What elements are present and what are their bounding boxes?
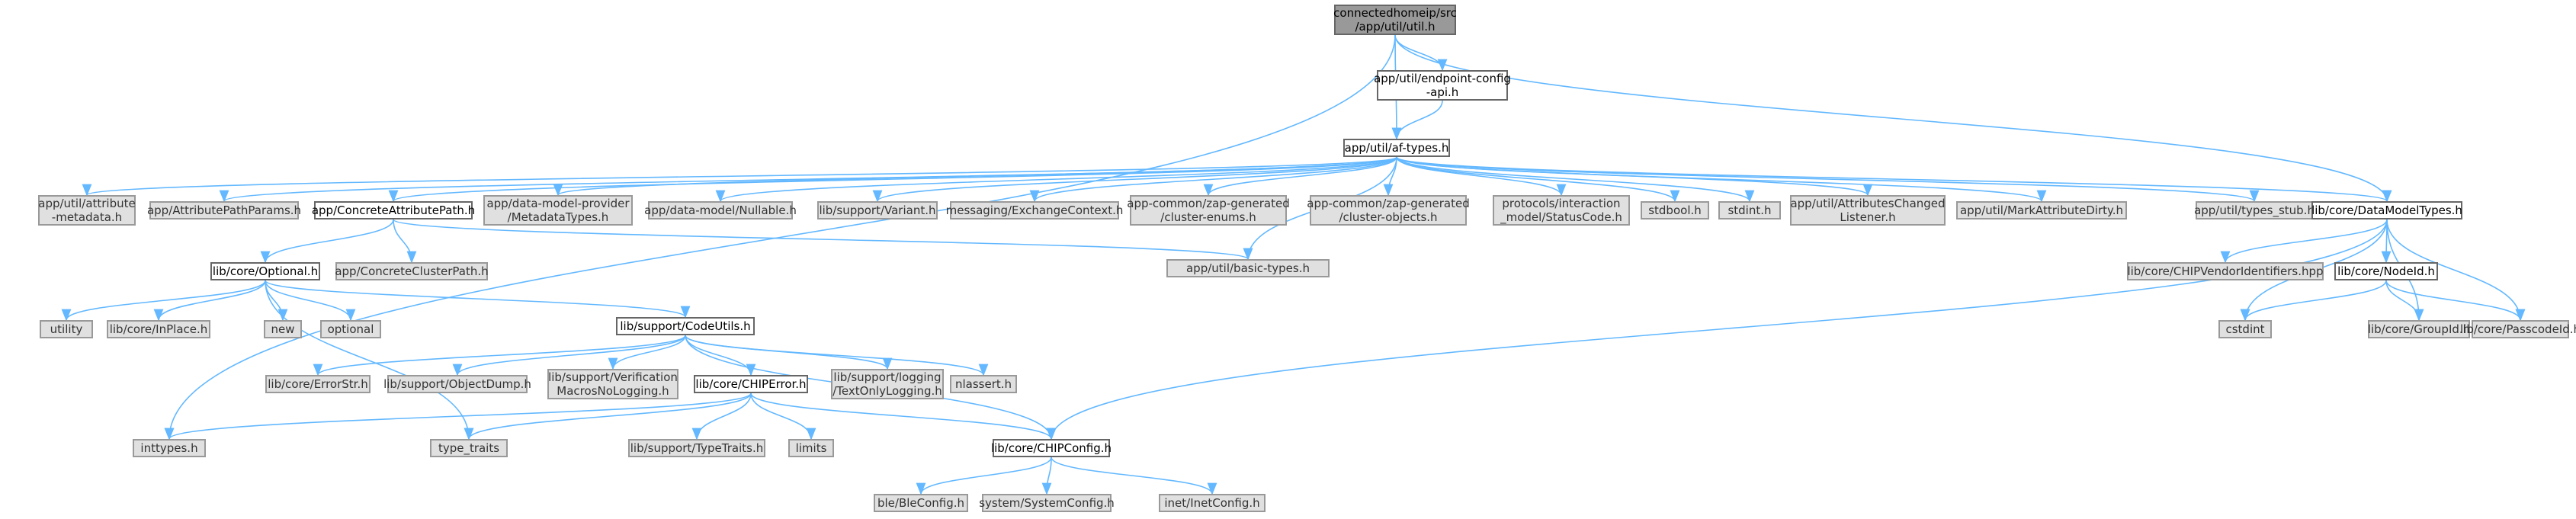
edge-chip_error-to-inttypes	[164, 392, 752, 441]
node-nlassert-h[interactable]: nlassert.h	[950, 375, 1017, 393]
edge-code_utils-to-verification_macros	[608, 335, 686, 370]
node-verification-macros-no-logging-h[interactable]: lib/support/Verification MacrosNoLogging…	[547, 369, 678, 399]
node-support-type-traits-h[interactable]: lib/support/TypeTraits.h	[628, 439, 765, 457]
node-object-dump-h[interactable]: lib/support/ObjectDump.h	[383, 375, 531, 393]
node-optional-h[interactable]: lib/core/Optional.h	[210, 262, 320, 280]
edge-chip_config-to-ble_config	[916, 457, 1052, 495]
node-mark-attribute-dirty-h[interactable]: app/util/MarkAttributeDirty.h	[1956, 201, 2127, 219]
node-util-h[interactable]: connectedhomeip/src /app/util/util.h	[1333, 5, 1457, 35]
node-inet-config-h[interactable]: inet/InetConfig.h	[1159, 494, 1266, 512]
edge-node_id-to-passcode_id	[2385, 280, 2526, 322]
edge-af_types-to-cluster_enums	[1203, 156, 1397, 197]
edge-concrete_attribute_path-to-basic_types	[393, 219, 1253, 261]
edge-af_types-to-mark_attribute_dirty	[1396, 156, 2046, 203]
node-error-str-h[interactable]: lib/core/ErrorStr.h	[265, 375, 371, 393]
node-passcode-id-h[interactable]: lib/core/PasscodeId.h	[2460, 320, 2576, 338]
node-limits[interactable]: limits	[788, 439, 834, 457]
edge-af_types-to-metadata_types	[553, 156, 1397, 197]
edge-chip_error-to-type_traits	[464, 392, 752, 441]
edge-concrete_attribute_path-to-optional_h	[260, 219, 394, 264]
edge-root-to-inttypes	[164, 34, 1396, 441]
edge-data_model_types-to-chip_config	[1046, 219, 2388, 441]
edge-af_types-to-variant	[872, 156, 1397, 203]
edge-code_utils-to-object_dump	[452, 335, 686, 376]
node-utility[interactable]: utility	[40, 320, 93, 338]
node-attribute-path-params-h[interactable]: app/AttributePathParams.h	[147, 201, 301, 219]
node-attributes-changed-listener-h[interactable]: app/util/AttributesChanged Listener.h	[1790, 195, 1946, 226]
edge-chip_error-to-support_type_traits	[691, 392, 752, 441]
node-metadata-types-h[interactable]: app/data-model-provider /MetadataTypes.h	[483, 195, 633, 226]
edge-chip_error-to-chip_config	[750, 392, 1057, 441]
node-system-config-h[interactable]: system/SystemConfig.h	[979, 494, 1115, 512]
edge-optional_h-to-code_utils	[265, 280, 691, 319]
edge-root-to-endpoint_config_api	[1394, 34, 1448, 72]
edge-af_types-to-stdbool	[1396, 156, 1680, 203]
edge-af_types-to-exchange_context	[1029, 156, 1397, 203]
edge-af_types-to-data_model_types	[1396, 156, 2392, 203]
node-attribute-metadata-h[interactable]: app/util/attribute -metadata.h	[38, 195, 136, 226]
edge-af_types-to-types_stub	[1396, 156, 2259, 203]
node-optional[interactable]: optional	[320, 320, 381, 338]
edge-af_types-to-stdint	[1396, 156, 1755, 203]
node-concrete-attribute-path-h[interactable]: app/ConcreteAttributePath.h	[312, 201, 475, 219]
node-variant-h[interactable]: lib/support/Variant.h	[817, 201, 938, 219]
edge-endpoint_config_api-to-af_types	[1391, 100, 1443, 140]
node-chip-error-h[interactable]: lib/core/CHIPError.h	[694, 375, 808, 393]
edge-concrete_attribute_path-to-concrete_cluster_path	[393, 219, 417, 264]
node-in-place-h[interactable]: lib/core/InPlace.h	[107, 320, 210, 338]
node-endpoint-config-api-h[interactable]: app/util/endpoint-config -api.h	[1374, 70, 1511, 101]
node-chip-vendor-identifiers-hpp[interactable]: lib/core/CHIPVendorIdentifiers.hpp	[2127, 262, 2324, 280]
node-inttypes-h[interactable]: inttypes.h	[133, 439, 206, 457]
node-af-types-h[interactable]: app/util/af-types.h	[1343, 139, 1450, 157]
node-basic-types-h[interactable]: app/util/basic-types.h	[1166, 259, 1330, 277]
node-type-traits[interactable]: type_traits	[430, 439, 508, 457]
edge-data_model_types-to-vendor_identifiers	[2220, 219, 2388, 264]
node-status-code-h[interactable]: protocols/interaction _model/StatusCode.…	[1493, 195, 1630, 226]
node-data-model-types-h[interactable]: lib/core/DataModelTypes.h	[2311, 201, 2462, 219]
node-text-only-logging-h[interactable]: lib/support/logging /TextOnlyLogging.h	[831, 369, 944, 399]
node-exchange-context-h[interactable]: messaging/ExchangeContext.h	[946, 201, 1123, 219]
edge-af_types-to-status_code	[1396, 156, 1567, 197]
edge-chip_config-to-inet_config	[1051, 457, 1217, 495]
edge-code_utils-to-chip_error	[685, 335, 756, 376]
node-cstdint[interactable]: cstdint	[2218, 320, 2272, 338]
edge-optional_h-to-utility	[61, 280, 266, 322]
node-cluster-objects-h[interactable]: app-common/zap-generated /cluster-object…	[1307, 195, 1470, 226]
edge-code_utils-to-error_str	[313, 335, 686, 376]
node-stdbool-h[interactable]: stdbool.h	[1641, 201, 1709, 219]
node-cluster-enums-h[interactable]: app-common/zap-generated /cluster-enums.…	[1127, 195, 1290, 226]
edge-af_types-to-attribute_metadata	[82, 156, 1397, 197]
node-ble-config-h[interactable]: ble/BleConfig.h	[874, 494, 968, 512]
edge-af_types-to-nullable	[716, 156, 1397, 203]
edge-optional_h-to-type_traits	[265, 280, 474, 441]
edge-code_utils-to-nlassert	[685, 335, 989, 376]
edge-node_id-to-cstdint	[2240, 280, 2387, 322]
node-types-stub-h[interactable]: app/util/types_stub.h	[2194, 201, 2315, 219]
edge-root-to-data_model_types	[1394, 34, 2392, 203]
edge-chip_config-to-system_config	[1041, 457, 1052, 495]
edge-data_model_types-to-passcode_id	[2386, 219, 2526, 322]
edge-optional_h-to-in_place	[153, 280, 266, 322]
node-concrete-cluster-path-h[interactable]: app/ConcreteClusterPath.h	[335, 262, 489, 280]
node-nullable-h[interactable]: app/data-model/Nullable.h	[644, 201, 797, 219]
node-code-utils-h[interactable]: lib/support/CodeUtils.h	[616, 317, 755, 335]
edge-chip_error-to-limits	[750, 392, 816, 441]
node-node-id-h[interactable]: lib/core/NodeId.h	[2334, 262, 2438, 280]
node-new[interactable]: new	[264, 320, 302, 338]
edge-optional_h-to-optional_std	[265, 280, 356, 322]
edge-node_id-to-group_id	[2385, 280, 2424, 322]
node-chip-config-h[interactable]: lib/core/CHIPConfig.h	[991, 439, 1112, 457]
node-stdint-h[interactable]: stdint.h	[1718, 201, 1781, 219]
node-group-id-h[interactable]: lib/core/GroupId.h	[2368, 320, 2470, 338]
